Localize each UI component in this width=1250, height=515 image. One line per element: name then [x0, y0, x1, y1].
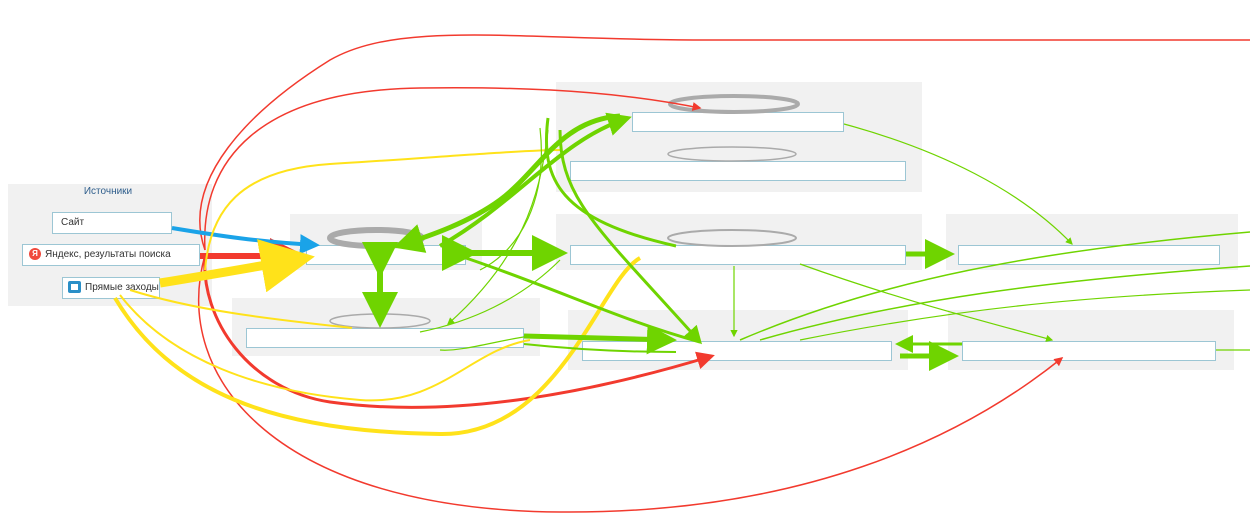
- source-site[interactable]: Сайт: [52, 212, 172, 234]
- flow-node-top-2[interactable]: [570, 161, 906, 181]
- flow-node-l2-c[interactable]: [962, 341, 1216, 361]
- flow-node-l1-c[interactable]: [958, 245, 1220, 265]
- flow-node-l1-b[interactable]: [570, 245, 906, 265]
- flow-node-top-1[interactable]: [632, 112, 844, 132]
- flow-node-l1-a[interactable]: [306, 245, 466, 265]
- yandex-icon: Я: [29, 248, 41, 260]
- flow-node-l2-a[interactable]: [246, 328, 524, 348]
- source-yandex-search[interactable]: Я Яндекс, результаты поиска: [22, 244, 200, 266]
- node-group-level2-c: [948, 310, 1234, 370]
- node-group-level2-b: [568, 310, 908, 370]
- source-yandex-label: Яндекс, результаты поиска: [45, 249, 171, 260]
- source-direct-visits[interactable]: Прямые заходы: [62, 277, 160, 299]
- sources-title: Источники: [83, 186, 133, 197]
- direct-visit-icon: [68, 281, 81, 293]
- green-edge-misc3: [479, 127, 542, 271]
- flow-node-l2-b[interactable]: [582, 341, 892, 361]
- source-direct-label: Прямые заходы: [85, 282, 159, 293]
- red-edge-l2c: [197, 254, 1064, 513]
- source-site-label: Сайт: [61, 217, 85, 228]
